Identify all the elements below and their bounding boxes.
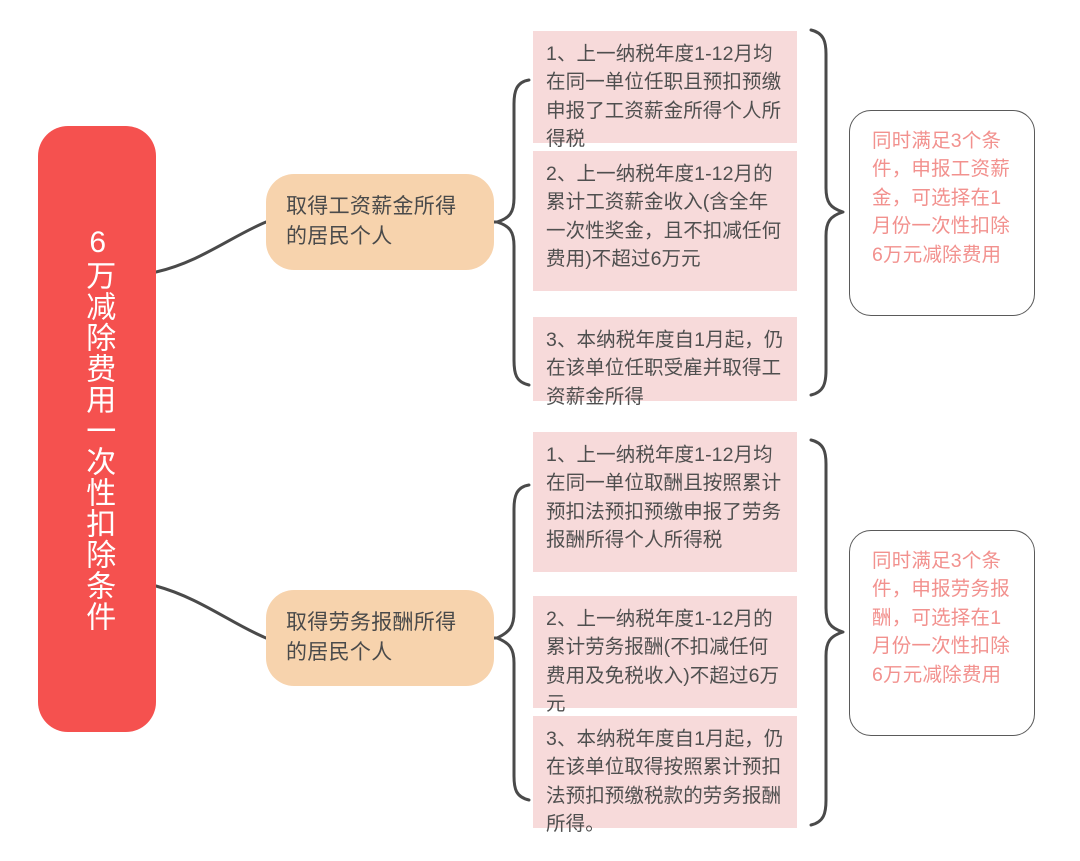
result-text-salary: 同时满足3个条件，申报工资薪金，可选择在1月份一次性扣除6万元减除费用 <box>872 130 1010 266</box>
condition-text-salary-3: 3、本纳税年度自1月起，仍在该单位任职受雇并取得工资薪金所得 <box>546 329 784 408</box>
condition-text-salary-1: 1、上一纳税年度1-12月均在同一单位任职且预扣预缴申报了工资薪金所得个人所得税 <box>546 43 782 150</box>
brace-salary-result <box>809 28 845 397</box>
condition-text-service-1: 1、上一纳税年度1-12月均在同一单位取酬且按照累计预扣法预扣预缴申报了劳务报酬… <box>546 444 782 551</box>
branch-node-service-label: 取得劳务报酬所得的居民个人 <box>286 611 457 664</box>
condition-text-service-2: 2、上一纳税年度1-12月的累计劳务报酬(不扣减任何费用及免税收入)不超过6万元 <box>546 608 780 715</box>
condition-box-service-1[interactable]: 1、上一纳税年度1-12月均在同一单位取酬且按照累计预扣法预扣预缴申报了劳务报酬… <box>533 432 797 572</box>
root-node-label: 6万减除费用一次性扣除条件 <box>81 226 115 632</box>
connector-root-to-service <box>154 584 268 640</box>
condition-box-salary-2[interactable]: 2、上一纳税年度1-12月的累计工资薪金收入(含全年一次性奖金，且不扣减任何费用… <box>533 151 797 291</box>
branch-node-salary[interactable]: 取得工资薪金所得的居民个人 <box>266 174 494 270</box>
condition-text-service-3: 3、本纳税年度自1月起，仍在该单位取得按照累计预扣法预扣预缴税款的劳务报酬所得。 <box>546 728 784 835</box>
result-text-service: 同时满足3个条件，申报劳务报酬，可选择在1月份一次性扣除6万元减除费用 <box>872 550 1010 686</box>
branch-node-salary-label: 取得工资薪金所得的居民个人 <box>286 195 457 248</box>
branch-node-service[interactable]: 取得劳务报酬所得的居民个人 <box>266 590 494 686</box>
brace-service-result <box>809 438 845 827</box>
condition-text-salary-2: 2、上一纳税年度1-12月的累计工资薪金收入(含全年一次性奖金，且不扣减任何费用… <box>546 163 782 270</box>
condition-box-salary-1[interactable]: 1、上一纳税年度1-12月均在同一单位任职且预扣预缴申报了工资薪金所得个人所得税 <box>533 31 797 150</box>
condition-box-salary-3[interactable]: 3、本纳税年度自1月起，仍在该单位任职受雇并取得工资薪金所得 <box>533 317 797 408</box>
connector-root-to-salary <box>154 220 268 274</box>
result-box-salary[interactable]: 同时满足3个条件，申报工资薪金，可选择在1月份一次性扣除6万元减除费用 <box>849 110 1035 316</box>
brace-service-conditions <box>495 483 531 802</box>
root-node[interactable]: 6万减除费用一次性扣除条件 <box>38 126 156 732</box>
brace-salary-conditions <box>495 78 531 387</box>
condition-box-service-3[interactable]: 3、本纳税年度自1月起，仍在该单位取得按照累计预扣法预扣预缴税款的劳务报酬所得。 <box>533 716 797 835</box>
condition-box-service-2[interactable]: 2、上一纳税年度1-12月的累计劳务报酬(不扣减任何费用及免税收入)不超过6万元 <box>533 596 797 715</box>
result-box-service[interactable]: 同时满足3个条件，申报劳务报酬，可选择在1月份一次性扣除6万元减除费用 <box>849 530 1035 736</box>
